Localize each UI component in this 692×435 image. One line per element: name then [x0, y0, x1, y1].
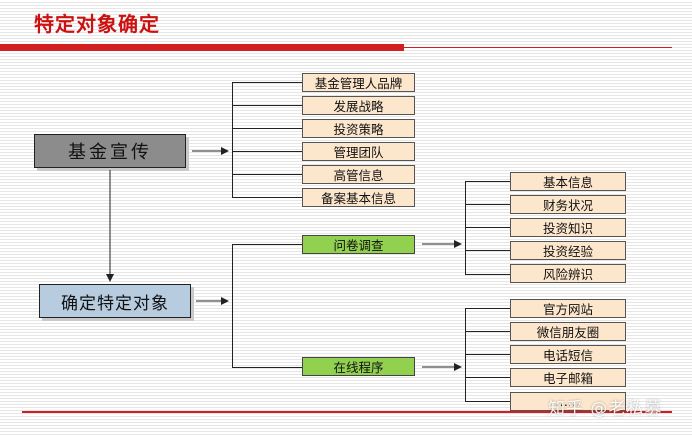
channel-online: 在线程序: [302, 357, 415, 376]
online-item: 微信朋友圈: [510, 322, 626, 341]
promo-connector: [232, 105, 302, 106]
page-title: 特定对象确定: [34, 12, 160, 36]
questionnaire-connector: [465, 274, 510, 275]
online-item: 官方网站: [510, 299, 626, 318]
questionnaire-connector: [465, 181, 510, 182]
watermark: 知乎 @老私募: [548, 399, 663, 419]
online-connector: [465, 377, 510, 378]
promo-item: 投资策略: [302, 119, 415, 138]
promo-connector: [232, 82, 302, 83]
channel-connector: [232, 244, 302, 245]
node-fund-promotion: 基金宣传: [34, 134, 186, 168]
questionnaire-item: 投资经验: [510, 241, 626, 260]
online-connector: [465, 401, 510, 402]
channel-connector: [232, 367, 302, 368]
questionnaire-item: 风险辨识: [510, 264, 626, 283]
channel-bracket-vertical: [232, 244, 233, 367]
promo-item: 高管信息: [302, 165, 415, 184]
node-determine-target: 确定特定对象: [39, 284, 191, 318]
questionnaire-connector: [465, 227, 510, 228]
questionnaire-item: 投资知识: [510, 218, 626, 237]
online-connector: [465, 354, 510, 355]
channel-questionnaire: 问卷调查: [302, 235, 415, 254]
title-underline-thick: [0, 44, 404, 51]
online-connector: [465, 331, 510, 332]
title-underline-thin: [404, 47, 672, 48]
bottom-rule: [22, 411, 672, 413]
questionnaire-connector: [465, 250, 510, 251]
online-item: 电子邮箱: [510, 368, 626, 387]
promo-item: 发展战略: [302, 96, 415, 115]
questionnaire-item: 财务状况: [510, 195, 626, 214]
promo-item: 备案基本信息: [302, 188, 415, 207]
promo-connector: [232, 128, 302, 129]
promo-item: 基金管理人品牌: [302, 73, 415, 92]
questionnaire-connector: [465, 204, 510, 205]
promo-bracket-vertical: [232, 82, 233, 197]
questionnaire-item: 基本信息: [510, 172, 626, 191]
online-item: ……: [510, 392, 626, 411]
online-connector: [465, 308, 510, 309]
online-item: 电话短信: [510, 345, 626, 364]
promo-item: 管理团队: [302, 142, 415, 161]
promo-connector: [232, 197, 302, 198]
promo-connector: [232, 174, 302, 175]
promo-connector: [232, 151, 302, 152]
